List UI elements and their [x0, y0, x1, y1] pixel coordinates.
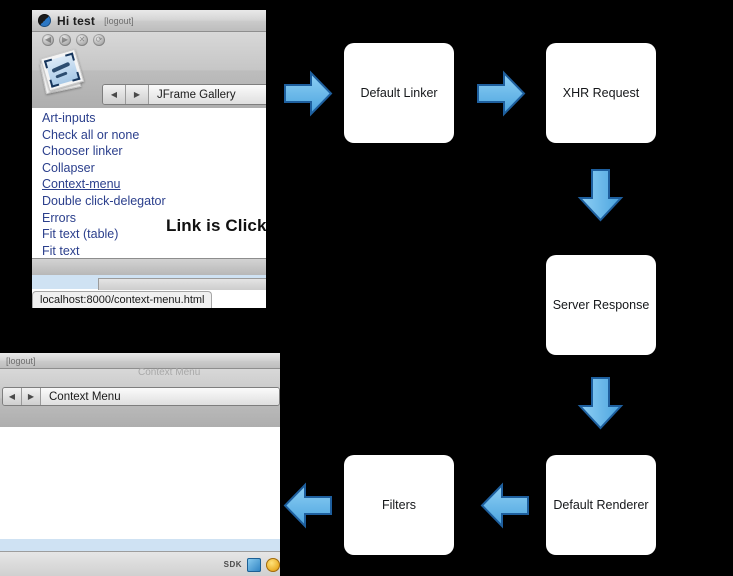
greeting-text: Hi test — [57, 13, 96, 28]
arrow-xhr-to-server-response-icon — [577, 169, 624, 222]
arrow-server-response-to-renderer-icon — [577, 377, 624, 430]
back-glyph-icon[interactable]: ◀ — [42, 34, 54, 46]
gallery-link-art-inputs[interactable]: Art-inputs — [42, 111, 96, 125]
gallery-tab-strip[interactable] — [98, 278, 266, 290]
gallery-link-errors[interactable]: Errors — [42, 210, 77, 225]
forward-glyph-icon[interactable]: ▶ — [59, 34, 71, 46]
jframe-gallery-window: Hi test [logout] ◀ ▶ ✕ ⟳ ◀ — [32, 10, 266, 308]
status-url-bar: localhost:8000/context-menu.html — [32, 291, 213, 308]
gallery-link-double-click-delegator[interactable]: Double click-delegator — [42, 193, 166, 208]
triangle-right-icon[interactable]: ▶ — [126, 85, 149, 104]
context-breadcrumb-bar[interactable]: ◀ ▶ Context Menu — [2, 387, 280, 406]
arrow-renderer-to-filters-icon — [480, 482, 529, 529]
half-circle-logo-icon — [38, 14, 51, 27]
arrow-default-linker-to-xhr-icon — [477, 70, 526, 117]
toolbar-round-buttons[interactable]: ◀ ▶ ✕ ⟳ — [42, 34, 105, 46]
ghost-window-title: Context Menu — [138, 367, 201, 378]
context-menu-window: [logout] Context Menu ◀ ▶ Context Menu I… — [0, 353, 280, 576]
gallery-footer — [32, 258, 266, 276]
gallery-link-context-menu[interactable]: Context-menu — [42, 177, 121, 192]
gallery-link-list: Art-inputs Check all or none Chooser lin… — [32, 108, 266, 259]
gallery-link-check-all-or-none[interactable]: Check all or none — [42, 127, 140, 142]
context-logout-link[interactable]: [logout] — [6, 355, 36, 366]
context-triangle-left-icon[interactable]: ◀ — [3, 388, 22, 405]
flow-node-default-linker[interactable]: Default Linker — [344, 43, 454, 143]
blue-app-icon[interactable] — [247, 557, 261, 572]
flow-diagram: Default Linker XHR Request Server Respon… — [280, 0, 733, 576]
gallery-content: Art-inputs Check all or none Chooser lin… — [32, 108, 266, 258]
link-clicked-message: Link is Click — [166, 216, 266, 235]
gallery-link-fit-text[interactable]: Fit text — [42, 243, 80, 258]
context-triangle-right-icon[interactable]: ▶ — [22, 388, 41, 405]
stop-glyph-icon[interactable]: ✕ — [76, 34, 88, 46]
reload-glyph-icon[interactable]: ⟳ — [93, 34, 105, 46]
sdk-status-bar: SDK — [0, 551, 280, 576]
yellow-swirl-icon[interactable] — [266, 557, 280, 572]
sdk-label: SDK — [223, 560, 242, 569]
logout-link[interactable]: [logout] — [104, 15, 134, 26]
context-toolbar: Context Menu ◀ ▶ Context Menu — [0, 367, 280, 428]
flow-node-server-response[interactable]: Server Response — [546, 255, 656, 355]
gallery-link-fit-text-table[interactable]: Fit text (table) — [42, 227, 119, 242]
gallery-titlebar[interactable]: Hi test [logout] — [32, 10, 266, 32]
arrow-filters-out-icon — [283, 482, 332, 529]
context-highlight-strip — [0, 539, 280, 551]
triangle-left-icon[interactable]: ◀ — [103, 85, 126, 104]
context-breadcrumb-title: Context Menu — [41, 388, 279, 405]
flow-node-filters[interactable]: Filters — [344, 455, 454, 555]
gallery-link-collapser[interactable]: Collapser — [42, 160, 95, 175]
flow-node-default-renderer[interactable]: Default Renderer — [546, 455, 656, 555]
breadcrumb-title: JFrame Gallery — [149, 85, 266, 104]
context-titlebar[interactable]: [logout] — [0, 353, 280, 369]
flow-node-xhr-request[interactable]: XHR Request — [546, 43, 656, 143]
gallery-breadcrumb-bar[interactable]: ◀ ▶ JFrame Gallery — [102, 84, 266, 105]
arrow-in-default-linker-icon — [284, 70, 333, 117]
photo-stack-icon — [35, 45, 92, 102]
gallery-toolbar: ◀ ▶ ✕ ⟳ ◀ ▶ JFrame Gallery — [32, 32, 266, 109]
gallery-link-chooser-linker[interactable]: Chooser linker — [42, 144, 123, 159]
